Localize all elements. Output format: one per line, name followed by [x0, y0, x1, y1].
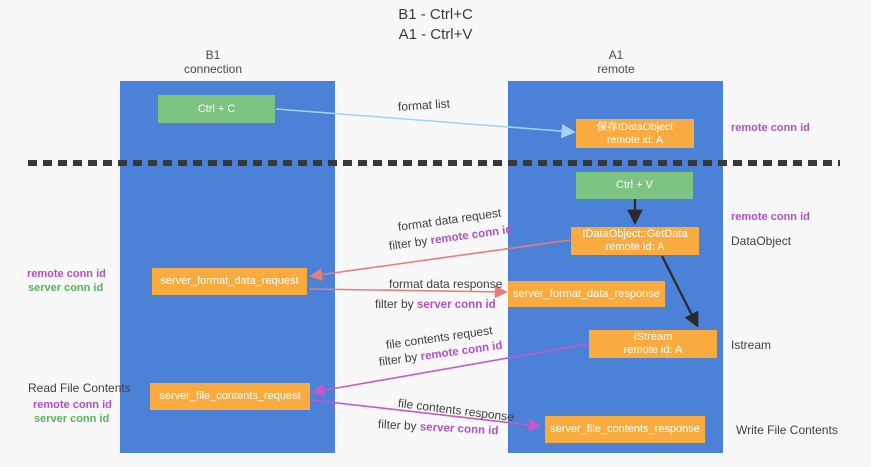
save-dataobject-box: 保存IDataObject remote id: A: [576, 119, 694, 148]
filter-by-text: filter by: [378, 349, 422, 369]
server-format-data-request-label: server_format_data_request: [160, 275, 299, 287]
idataobject-getdata-box: IDataObject::GetData remote id: A: [571, 227, 699, 255]
server-conn-id-text: server conn id: [417, 299, 496, 311]
format-response-filter-label: filter by server conn id: [375, 297, 496, 311]
getdata-line1: IDataObject::GetData: [582, 228, 688, 240]
session-separator-dashed-line: [28, 160, 840, 166]
ctrl-v-box: Ctrl + V: [576, 172, 693, 199]
ctrl-c-label: Ctrl + C: [197, 102, 236, 115]
filter-by-text: filter by: [377, 417, 421, 434]
save-dataobject-line2: remote id: A: [606, 133, 664, 146]
write-file-contents-note: Write File Contents: [736, 423, 838, 437]
istream-note: Istream: [731, 338, 772, 352]
left-column-name: B1: [205, 48, 221, 62]
remote-conn-id-note-left: remote conn id: [27, 268, 106, 280]
getdata-line2: remote id: A: [605, 241, 665, 253]
istream-box: IStream remote id: A: [589, 330, 717, 358]
right-column-header: A1 remote: [516, 48, 716, 76]
server-conn-id-note-bottom: server conn id: [34, 413, 110, 425]
server-file-contents-response-label: server_file_contents_response: [550, 423, 700, 435]
server-file-contents-request-label: server_file_contents_request: [159, 390, 301, 402]
server-format-data-request-box: server_format_data_request: [152, 268, 307, 295]
remote-conn-id-note-top: remote conn id: [731, 122, 810, 134]
ctrl-c-box: Ctrl + C: [158, 95, 275, 123]
format-data-response-label: format data response: [389, 277, 503, 291]
right-column-name: A1: [608, 48, 624, 62]
right-column-subtitle: remote: [597, 62, 635, 76]
format-list-label: format list: [397, 96, 451, 114]
server-file-contents-response-box: server_file_contents_response: [545, 416, 705, 443]
istream-line2: remote id: A: [623, 344, 683, 356]
left-column-header: B1 connection: [113, 48, 313, 76]
diagram-title: B1 - Ctrl+C A1 - Ctrl+V: [0, 5, 871, 45]
istream-line1: IStream: [633, 331, 673, 343]
server-format-data-response-box: server_format_data_response: [508, 281, 665, 307]
dataobject-note: DataObject: [731, 234, 792, 248]
filter-by-text: filter by: [375, 297, 418, 311]
read-file-contents-note: Read File Contents: [28, 381, 131, 395]
remote-conn-id-note-bottom: remote conn id: [33, 399, 112, 411]
filter-by-text: filter by: [388, 233, 432, 253]
server-file-contents-request-box: server_file_contents_request: [150, 383, 310, 410]
save-dataobject-line1: 保存IDataObject: [596, 120, 674, 133]
server-conn-id-text: server conn id: [419, 421, 499, 438]
server-format-data-response-label: server_format_data_response: [513, 287, 660, 300]
remote-conn-id-note-mid: remote conn id: [731, 211, 810, 223]
title-line-2: A1 - Ctrl+V: [398, 26, 473, 43]
server-conn-id-note-left: server conn id: [28, 282, 104, 294]
left-column-subtitle: connection: [183, 62, 243, 76]
title-line-1: B1 - Ctrl+C: [398, 6, 473, 23]
ctrl-v-label: Ctrl + V: [616, 179, 653, 191]
